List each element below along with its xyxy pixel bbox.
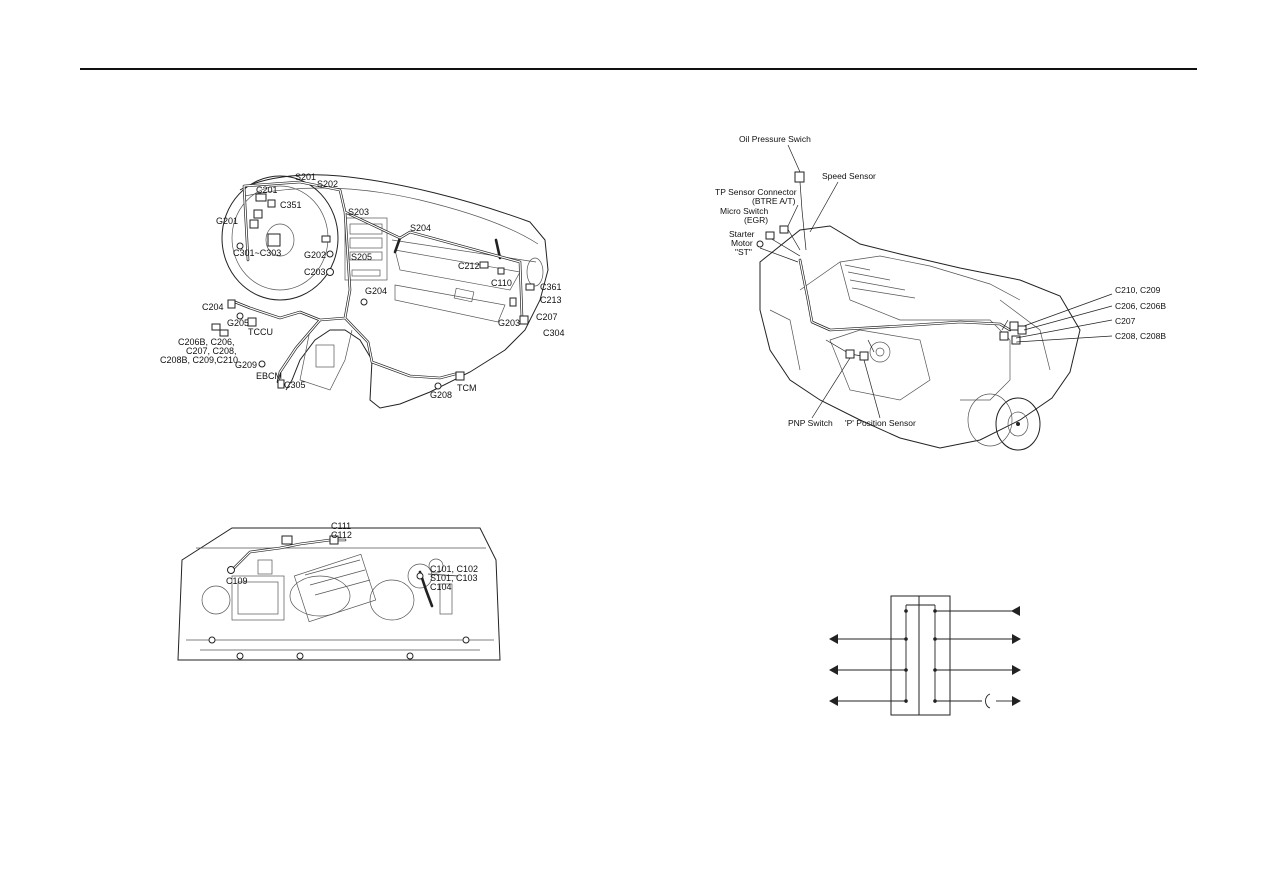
label-c104: C104 <box>430 582 452 592</box>
label-c111: C111 <box>331 521 351 531</box>
label-c112: C112 <box>331 530 352 540</box>
transmission-harness <box>798 258 1012 332</box>
label-c213: C213 <box>540 295 562 305</box>
header-rule <box>80 68 1197 70</box>
label-c210-c209: C210, C209 <box>1115 285 1161 295</box>
label-c212: C212 <box>458 261 480 271</box>
label-starter-3: "ST" <box>735 247 752 257</box>
center-stack <box>344 217 388 281</box>
label-c206b-list-1: C206B, C206, <box>178 337 235 347</box>
output-flange <box>995 397 1041 451</box>
label-s201: S201 <box>295 172 316 182</box>
label-c305: C305 <box>284 380 306 390</box>
output-arrow-icon <box>829 634 838 644</box>
label-s203: S203 <box>348 207 369 217</box>
label-c361: C361 <box>540 282 562 292</box>
label-s205: S205 <box>351 252 372 262</box>
transmission-diagram: Oil Pressure Swich Speed Sensor TP Senso… <box>715 134 1166 451</box>
label-c351: C351 <box>280 200 302 210</box>
console <box>299 329 353 391</box>
label-c110: C110 <box>491 278 512 288</box>
connector-schematic <box>829 595 1021 716</box>
label-starter-1: Starter <box>729 229 755 239</box>
label-c109: C109 <box>226 576 248 586</box>
schematic-box <box>890 595 951 716</box>
label-oil-pressure: Oil Pressure Swich <box>739 134 811 144</box>
label-s202: S202 <box>317 179 338 189</box>
label-g202: G202 <box>304 250 326 260</box>
label-pnp-switch: PNP Switch <box>788 418 833 428</box>
output-arrow-icon <box>1012 634 1021 644</box>
input-arrow-icon <box>1011 606 1020 616</box>
label-g201: G201 <box>216 216 238 226</box>
label-c304: C304 <box>543 328 565 338</box>
label-c206b-list-3: C208B, C209,C210 <box>160 355 238 365</box>
label-c203: C203 <box>304 267 326 277</box>
label-g204: G204 <box>365 286 387 296</box>
engine-bay-outline <box>177 527 501 661</box>
label-ebcm: EBCM <box>256 371 282 381</box>
dashboard-diagram: S201 S202 C201 C351 S203 G201 S204 C301~… <box>160 172 565 409</box>
label-tccu: TCCU <box>248 327 273 337</box>
label-c201: C201 <box>256 185 278 195</box>
label-tcm: TCM <box>457 383 477 393</box>
label-micro-switch-2: (EGR) <box>744 215 768 225</box>
transmission-body <box>759 225 1081 449</box>
output-arrow-icon <box>1012 665 1021 675</box>
output-arrow-icon <box>829 665 838 675</box>
label-g208: G208 <box>430 390 452 400</box>
connector-break-icon <box>985 693 991 709</box>
output-arrow-icon <box>829 696 838 706</box>
label-c206b-list-2: C207, C208, <box>186 346 237 356</box>
label-g205: G205 <box>227 318 249 328</box>
steering-wheel <box>221 175 339 301</box>
label-c101-c102: C101, C102 <box>430 564 478 574</box>
label-p-position: 'P' Position Sensor <box>845 418 916 428</box>
label-c206-c206b: C206, C206B <box>1115 301 1166 311</box>
label-starter-2: Motor <box>731 238 753 248</box>
label-speed-sensor: Speed Sensor <box>822 171 876 181</box>
output-arrow-icon <box>1012 696 1021 706</box>
label-c301-c303: C301~C303 <box>233 248 281 258</box>
label-c207-trans: C207 <box>1115 316 1136 326</box>
label-g209: G209 <box>235 360 257 370</box>
label-tp-sensor-2: (BTRE A/T) <box>752 196 796 206</box>
label-g203: G203 <box>498 318 520 328</box>
label-micro-switch-1: Micro Switch <box>720 206 768 216</box>
label-s101-c103: S101, C103 <box>430 573 478 583</box>
label-c207-dash: C207 <box>536 312 558 322</box>
dashboard-outline <box>239 174 549 409</box>
main-harness <box>233 180 524 384</box>
label-tp-sensor-1: TP Sensor Connector <box>715 187 797 197</box>
label-c208-c208b: C208, C208B <box>1115 331 1166 341</box>
label-c204: C204 <box>202 302 224 312</box>
engine-bay-diagram: C111 C112 C109 C101, C102 S101, C103 C10… <box>177 521 501 661</box>
label-s204: S204 <box>410 223 431 233</box>
